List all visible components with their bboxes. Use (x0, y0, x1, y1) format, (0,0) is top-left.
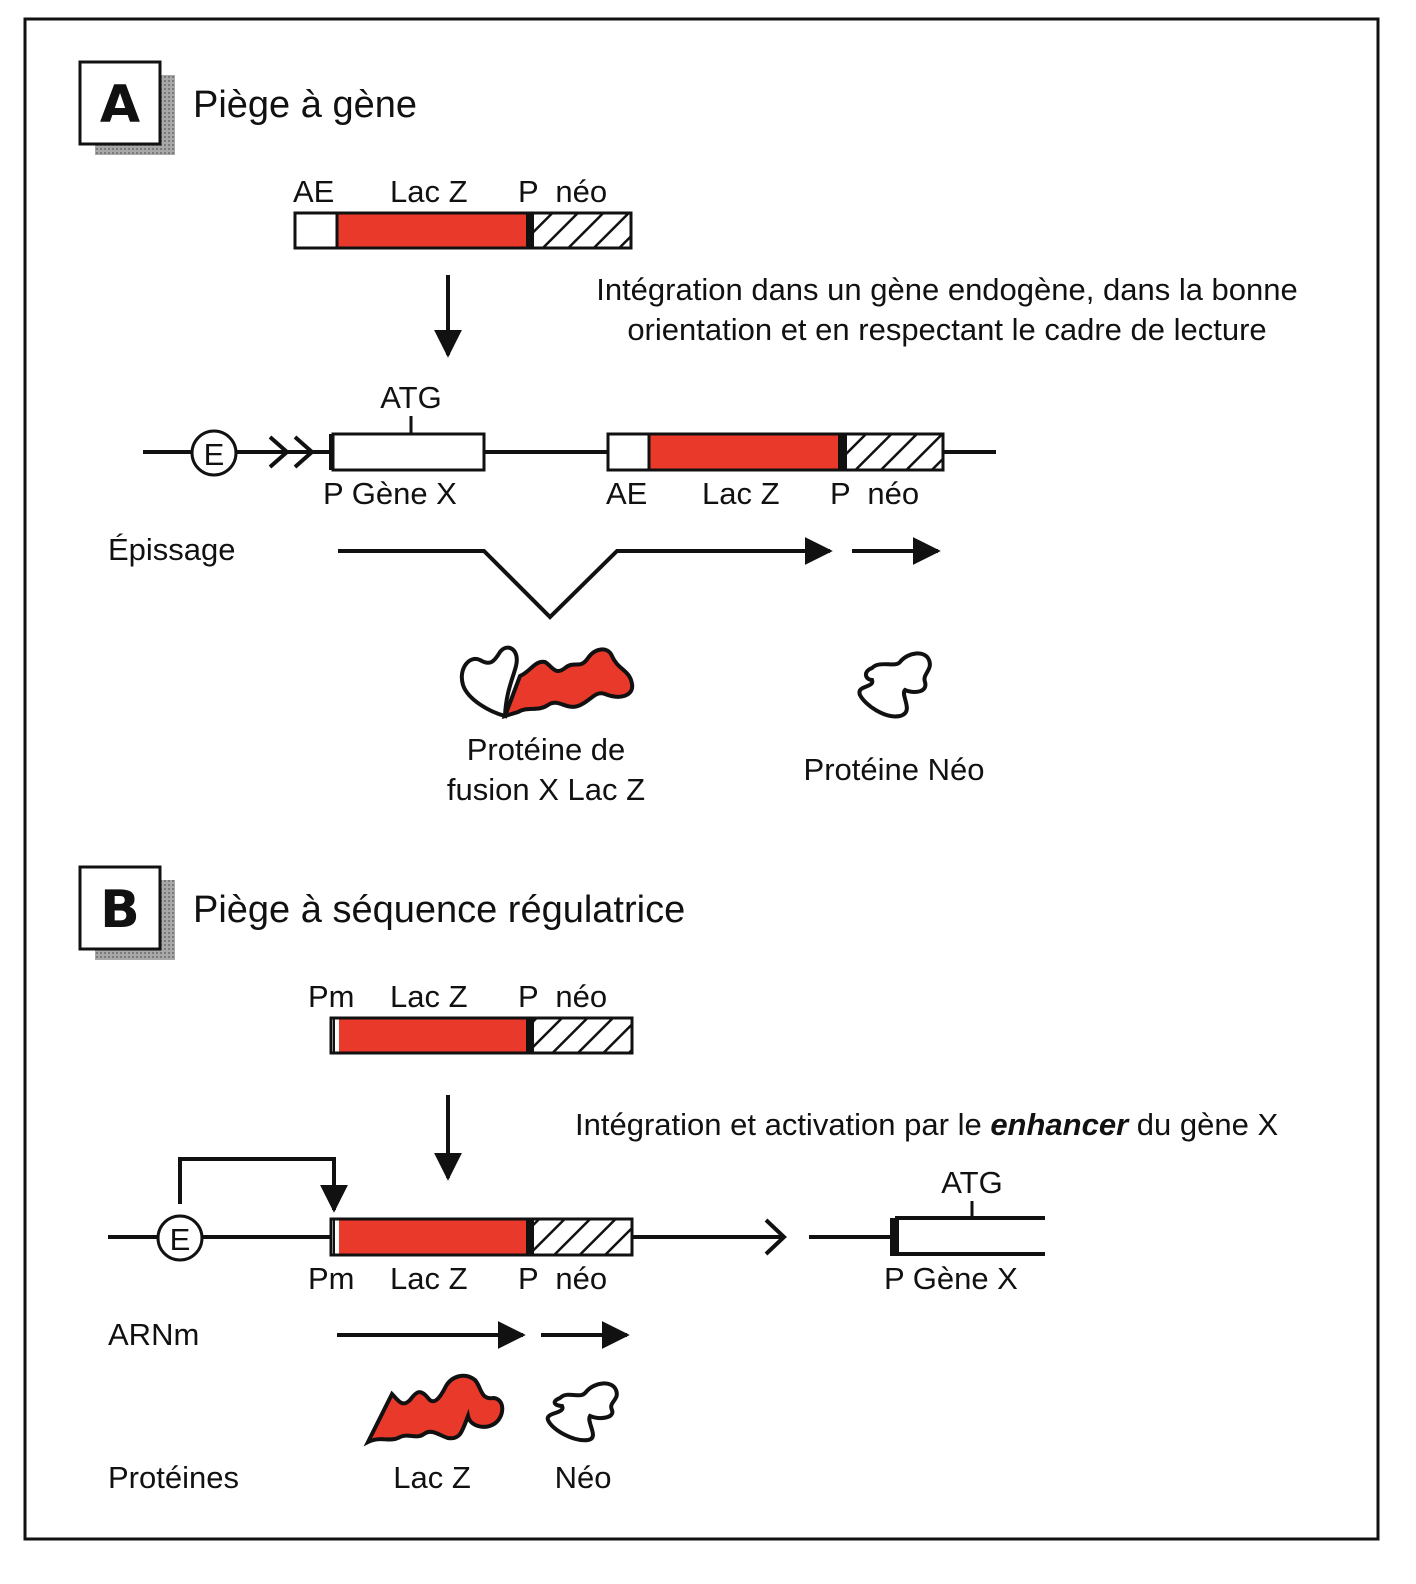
fusion-protein-icon (459, 645, 635, 720)
pm-label-b-genome: Pm (308, 1261, 355, 1296)
neo-segment (534, 213, 631, 248)
mrna-label: ARNm (108, 1317, 199, 1352)
pneo-label-a-genome: P néo (830, 476, 919, 511)
lacz-label-a-genome: Lac Z (702, 476, 780, 511)
ae-segment (608, 434, 650, 470)
pneo-label-b-genome: P néo (518, 1261, 607, 1296)
chevron-icon (268, 435, 291, 469)
section-b-badge (78, 865, 162, 951)
promoter-neo-marker (838, 434, 847, 470)
construct-b-bar (329, 1016, 634, 1055)
section-b: B Piège à séquence régulatrice Pm Lac Z … (78, 865, 1278, 1495)
section-b-title: Piège à séquence régulatrice (193, 889, 685, 931)
integration-text-a-line1: Intégration dans un gène endogène, dans … (596, 272, 1298, 307)
promoter-neo-marker (526, 213, 534, 248)
neo-protein-icon (857, 651, 932, 719)
construct-b-label-lacz: Lac Z (390, 979, 468, 1014)
neo-protein-icon (545, 1381, 619, 1443)
enhancer-label-b: E (170, 1222, 191, 1257)
genomic-locus-b: E ATG P Gène X Pm Lac Z P néo (108, 1157, 1045, 1296)
enhancer-label-a: E (204, 437, 225, 472)
construct-a-label-lacz: Lac Z (390, 174, 468, 209)
neo-segment (534, 1018, 632, 1053)
construct-a-label-ae: AE (293, 174, 334, 209)
neo-segment (534, 1219, 632, 1255)
lacz-protein-icon (363, 1373, 505, 1447)
chevron-icon (293, 435, 316, 469)
lacz-segment (339, 1219, 526, 1255)
construct-a-bar (293, 211, 633, 250)
neo-protein-label-b: Néo (555, 1460, 612, 1495)
splicing-label: Épissage (108, 532, 236, 567)
promoter-neo-marker (526, 1018, 534, 1053)
proteins-label: Protéines (108, 1460, 239, 1495)
lacz-segment (339, 1018, 526, 1053)
integration-text-b-emphasis: enhancer (990, 1107, 1130, 1142)
section-a: A Piège à gène AE Lac Z P néo Intégratio… (78, 60, 1298, 807)
integration-text-b-post: du gène X (1128, 1107, 1278, 1142)
genomic-locus-a: E ATG P Gène X AE Lac Z P néo (143, 380, 996, 511)
integration-text-b: Intégration et activation par le enhance… (575, 1107, 1278, 1142)
atg-label-b: ATG (941, 1165, 1002, 1200)
p-gene-x-label-b: P Gène X (884, 1261, 1018, 1296)
atg-label-a: ATG (380, 380, 441, 415)
construct-b-label-pm: Pm (308, 979, 355, 1014)
ae-segment (295, 213, 337, 248)
figure-frame (23, 17, 1380, 1541)
integration-text-a-line2: orientation et en respectant le cadre de… (627, 312, 1266, 347)
enhancer-activation-arrow (178, 1157, 348, 1213)
neo-protein-label-a: Protéine Néo (804, 752, 985, 787)
neo-segment (847, 434, 943, 470)
lacz-label-b-genome: Lac Z (390, 1261, 468, 1296)
lacz-segment (650, 434, 838, 470)
ae-label-a-genome: AE (606, 476, 647, 511)
open-chevron-arrow (764, 1218, 787, 1256)
splicing-arrow (338, 537, 833, 620)
construct-b-label-pneo: P néo (518, 979, 607, 1014)
p-gene-x-label-a: P Gène X (323, 476, 457, 511)
lacz-segment (338, 213, 526, 248)
construct-a-label-pneo: P néo (518, 174, 607, 209)
section-a-title: Piège à gène (193, 84, 417, 126)
integration-text-b-pre: Intégration et activation par le (575, 1107, 990, 1142)
promoter-neo-marker (526, 1219, 534, 1255)
fusion-protein-label-line2: fusion X Lac Z (447, 772, 645, 807)
lacz-protein-label: Lac Z (393, 1460, 471, 1495)
section-b-letter: B (100, 880, 140, 940)
fusion-protein-label-line1: Protéine de (467, 732, 626, 767)
section-a-badge (78, 60, 162, 146)
section-a-letter: A (100, 75, 140, 135)
gene-x-promoter-marker (890, 1218, 899, 1256)
gene-x-exon (331, 432, 486, 472)
